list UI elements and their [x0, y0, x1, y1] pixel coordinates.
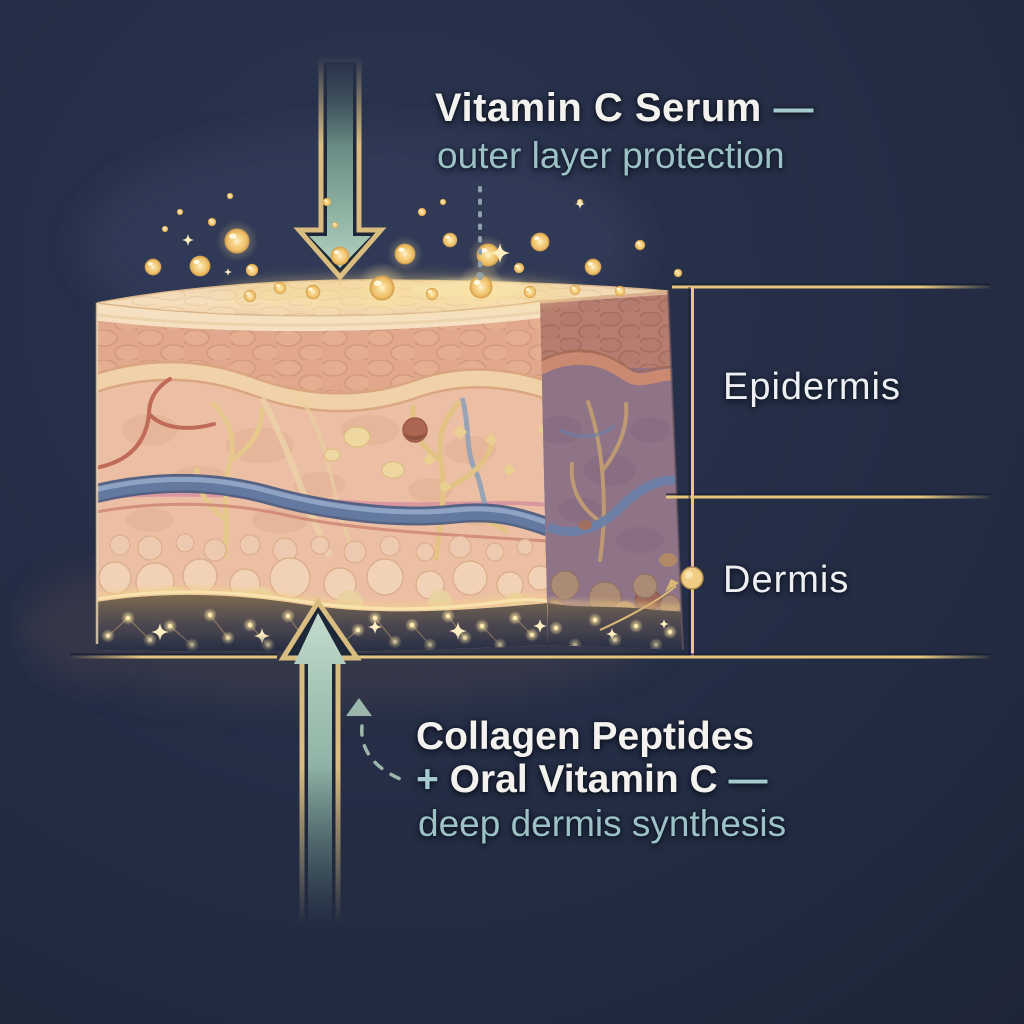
callout-line-middle [666, 495, 990, 499]
pointer-triangle-icon [346, 698, 372, 716]
serum-droplet-icon [245, 263, 259, 277]
up-arrow-icon [278, 597, 362, 943]
surface-serum-beads [243, 262, 626, 314]
top-title-text: Vitamin C Serum [435, 86, 762, 130]
bottom-plus-sign: + [416, 758, 439, 801]
callout-lines [70, 283, 990, 659]
dermis-marker-dot [680, 566, 704, 590]
callout-line-vertical [691, 287, 694, 658]
serum-droplet-icon [442, 232, 458, 248]
skin-front-face [97, 301, 548, 652]
top-title-dash: — [773, 86, 814, 130]
nerve-branch [194, 401, 265, 559]
mole-spot [402, 417, 428, 443]
skin-block [95, 262, 684, 652]
dermis-pointer-arrowhead-icon [665, 579, 679, 592]
vein-side [546, 475, 683, 537]
capillary-red [97, 377, 216, 470]
serum-droplet-icon [224, 228, 250, 254]
blood-vein [97, 473, 548, 536]
oral-dashed-connector [360, 724, 407, 783]
skin-top-face [96, 262, 669, 317]
connectors [346, 186, 484, 783]
layer-label-epidermis: Epidermis [723, 366, 901, 408]
skin-side-face [540, 291, 683, 650]
top-annotation-subtitle: outer layer protection [437, 135, 785, 176]
serum-droplet-icon [330, 246, 350, 266]
callout-line-top [672, 285, 990, 289]
dermis-pointer-curve [599, 585, 677, 631]
bottom-annotation-line2: + Oral Vitamin C — [416, 758, 768, 802]
top-annotation-title: Vitamin C Serum — [435, 86, 814, 131]
bottom-annotation-line3: deep dermis synthesis [418, 803, 787, 844]
down-arrow-icon [293, 57, 387, 281]
serum-droplet-icon [189, 255, 211, 277]
block-right-edge [667, 290, 684, 651]
callout-line-bottom-right [356, 655, 990, 659]
serum-droplet-icon [144, 258, 162, 276]
serum-droplet-icon [530, 232, 550, 252]
bottom-dash: — [728, 758, 768, 801]
serum-droplet-icon [584, 258, 602, 276]
layer-label-dermis: Dermis [723, 559, 850, 601]
bottom-annotation-line1: Collagen Peptides [416, 715, 755, 758]
fat-cells [109, 533, 534, 564]
serum-droplet-icon [394, 243, 416, 265]
dermis-junction [97, 363, 548, 410]
callout-line-bottom-left [70, 655, 277, 659]
bottom-line2-text: Oral Vitamin C [449, 758, 718, 801]
